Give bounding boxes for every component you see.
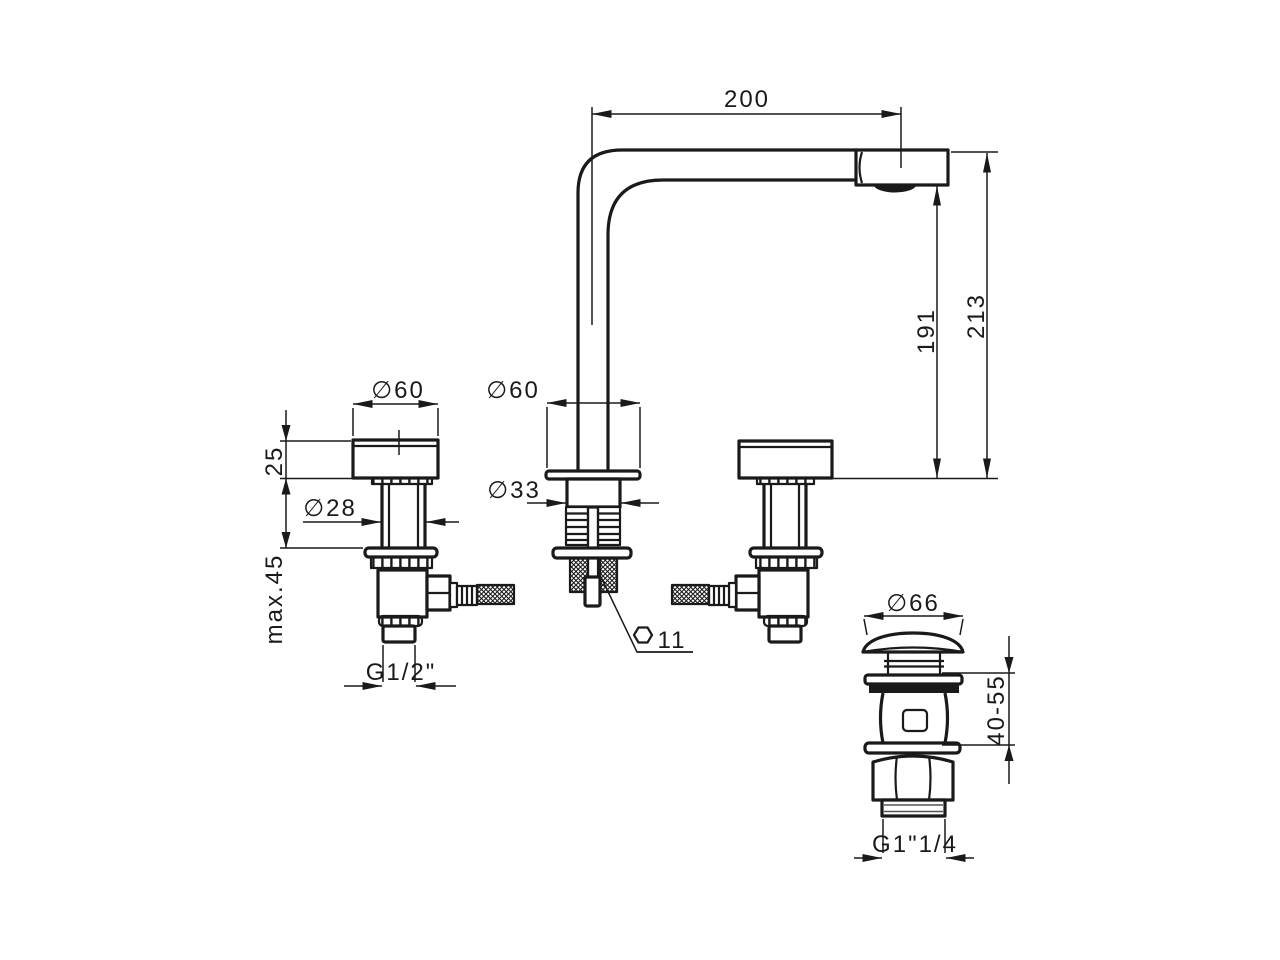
hexagon-icon (632, 626, 654, 644)
fixing-rod (586, 507, 600, 577)
drain-washer (863, 741, 962, 755)
drain-body (878, 692, 950, 744)
dimension-lines (280, 107, 1015, 862)
spout (576, 148, 950, 471)
dim-d60-left-label: ∅60 (371, 377, 425, 404)
spout-head (854, 148, 950, 187)
right-flange-nut (754, 555, 819, 570)
dim-max45-label: max.45 (261, 554, 288, 645)
left-cap-knurl (370, 476, 434, 486)
drain-thread (880, 798, 947, 818)
right-valve (670, 439, 834, 644)
dim-g114-label: G1"1/4 (872, 831, 958, 858)
dim-213-label: 213 (963, 293, 990, 339)
drain-neck (884, 652, 944, 675)
right-thread-end (767, 624, 803, 644)
drain-thread-lines (884, 804, 943, 813)
drain-dome-underside (862, 646, 964, 654)
right-flange (748, 546, 824, 559)
hex-rod-end (583, 575, 602, 608)
spout-head-joint (858, 151, 864, 184)
left-valve (351, 430, 516, 644)
left-flange (363, 546, 439, 559)
drain-flange (863, 673, 964, 686)
pop-up-waste (861, 631, 965, 818)
dim-25-label: 25 (261, 446, 288, 477)
drain-seal (869, 684, 959, 693)
spout-base (544, 469, 693, 653)
left-valve-body (376, 568, 429, 619)
supply-connectors (564, 505, 622, 547)
dim-d28-label: ∅28 (303, 495, 357, 522)
dimension-labels: 200 191 213 ∅60 25 ∅28 max.45 G1/2" ∅60 … (261, 86, 1010, 858)
left-thread-end (381, 624, 417, 644)
right-valve-body (757, 568, 810, 619)
aerator-outlet (874, 185, 916, 193)
left-braided-hose (475, 583, 516, 606)
dim-d60-center-label: ∅60 (486, 377, 540, 404)
right-braided-hose (670, 583, 711, 606)
dim-d66-label: ∅66 (886, 590, 940, 617)
drain-window (901, 708, 929, 733)
drain-dome-cap (861, 631, 965, 654)
spout-shank (565, 477, 622, 509)
dim-hex11-label: 11 (658, 627, 687, 654)
drain-hex-facets (894, 755, 932, 801)
right-cap-knurl (755, 476, 816, 486)
right-shank-inner (769, 484, 801, 548)
dim-200-label: 200 (724, 86, 770, 113)
drain-hex-nut (871, 754, 955, 802)
dim-191-label: 191 (913, 308, 940, 354)
left-flange-nut (369, 555, 434, 570)
dim-4055-label: 40-55 (983, 674, 1010, 745)
dim-d33-label: ∅33 (487, 477, 541, 504)
right-shank-outer (762, 484, 808, 548)
left-shank-inner (387, 484, 420, 548)
spout-inner-line (606, 178, 857, 471)
mounting-plate (551, 546, 633, 560)
left-shank-outer (380, 484, 427, 548)
spout-outer-line (576, 148, 857, 471)
dim-g12-label: G1/2" (366, 659, 437, 686)
